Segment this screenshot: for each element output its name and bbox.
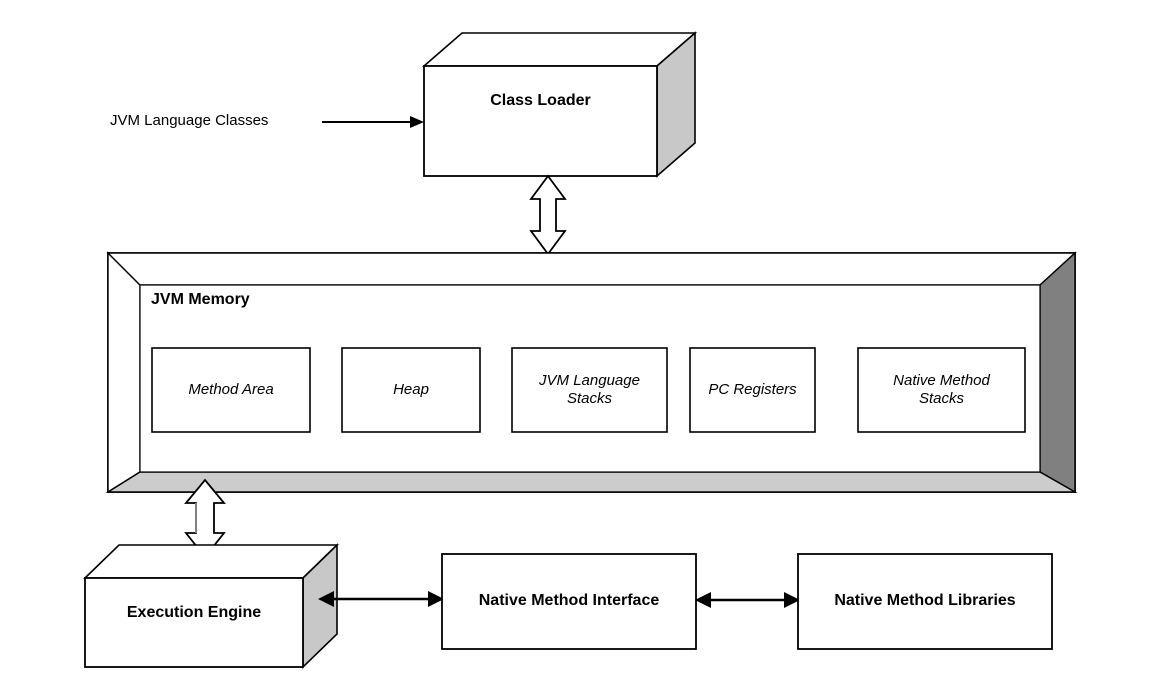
class-loader-to-jvm-memory-arrow: [529, 174, 567, 256]
native-method-interface-label: Native Method Interface: [478, 591, 660, 609]
memory-region-box-heap[interactable]: [341, 347, 481, 433]
memory-regions-group: [151, 347, 1026, 433]
execution-engine-to-nmi-arrow: [318, 591, 444, 607]
execution-engine-front-face: [84, 577, 304, 668]
memory-region-label-jvm-language-stacks: JVM Language Stacks: [539, 372, 640, 407]
execution-engine-label: Execution Engine: [126, 603, 262, 621]
memory-region-box-native-method-stacks[interactable]: [857, 347, 1026, 433]
class-loader-top-face: [421, 32, 698, 67]
class-loader-shape[interactable]: [421, 31, 698, 178]
execution-engine-top-face: [83, 544, 339, 579]
nmi-to-nml-arrow: [695, 592, 800, 608]
memory-region-box-pc-registers[interactable]: [689, 347, 816, 433]
jvm-memory-top-face: [106, 252, 1077, 286]
input-classes-label: JVM Language Classes: [110, 112, 269, 129]
memory-region-label-method-area: Method Area: [188, 381, 274, 399]
jvm-memory-to-execution-engine-arrow: [184, 478, 226, 559]
memory-region-label-native-method-stacks: Native Method Stacks: [893, 372, 990, 407]
class-loader-label: Class Loader: [490, 91, 591, 109]
memory-region-label-pc-registers: PC Registers: [708, 381, 797, 399]
jvm-memory-right-face: [1039, 251, 1076, 494]
memory-region-label-heap: Heap: [393, 381, 429, 399]
memory-region-box-jvm-language-stacks[interactable]: [511, 347, 668, 433]
jvm-memory-bottom-face: [105, 471, 1078, 493]
memory-region-box-method-area[interactable]: [151, 347, 311, 433]
jvm-memory-left-face: [107, 251, 141, 494]
jvm-memory-label: JVM Memory: [151, 291, 250, 308]
classes-to-class-loader-arrow: [322, 116, 424, 128]
native-method-libraries-box[interactable]: [797, 553, 1053, 650]
native-method-interface-box[interactable]: [441, 553, 697, 650]
native-method-libraries-label: Native Method Libraries: [834, 591, 1016, 609]
class-loader-front-face: [423, 65, 658, 177]
execution-engine-shape[interactable]: [83, 543, 339, 669]
